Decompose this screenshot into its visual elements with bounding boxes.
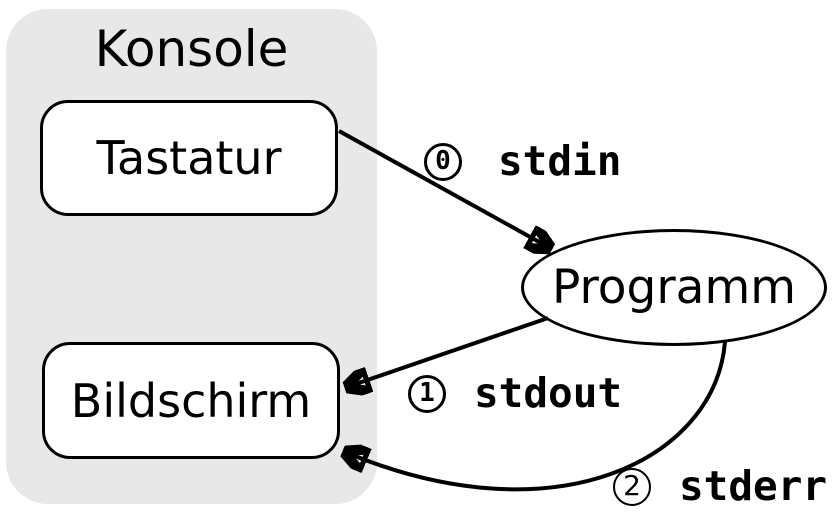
node-tastatur-label: Tastatur <box>96 131 282 185</box>
stdin-label-text: stdin <box>498 137 622 185</box>
node-tastatur: Tastatur <box>40 100 338 216</box>
stderr-label-text: stderr <box>679 462 828 510</box>
stdout-number-badge: 1 <box>408 374 446 413</box>
node-programm-label: Programm <box>551 260 797 315</box>
node-bildschirm: Bildschirm <box>42 342 340 459</box>
stderr-edge-label: 2 stderr <box>613 466 827 507</box>
konsole-group-label: Konsole <box>94 20 289 78</box>
stdin-number-badge: 0 <box>424 142 462 181</box>
stdin-edge-label: 0 stdin <box>424 141 621 182</box>
stderr-number-badge: 2 <box>613 467 651 506</box>
node-programm: Programm <box>521 229 827 346</box>
stdout-label-text: stdout <box>474 369 623 417</box>
stdout-edge-label: 1 stdout <box>408 373 622 414</box>
node-bildschirm-label: Bildschirm <box>70 373 312 428</box>
